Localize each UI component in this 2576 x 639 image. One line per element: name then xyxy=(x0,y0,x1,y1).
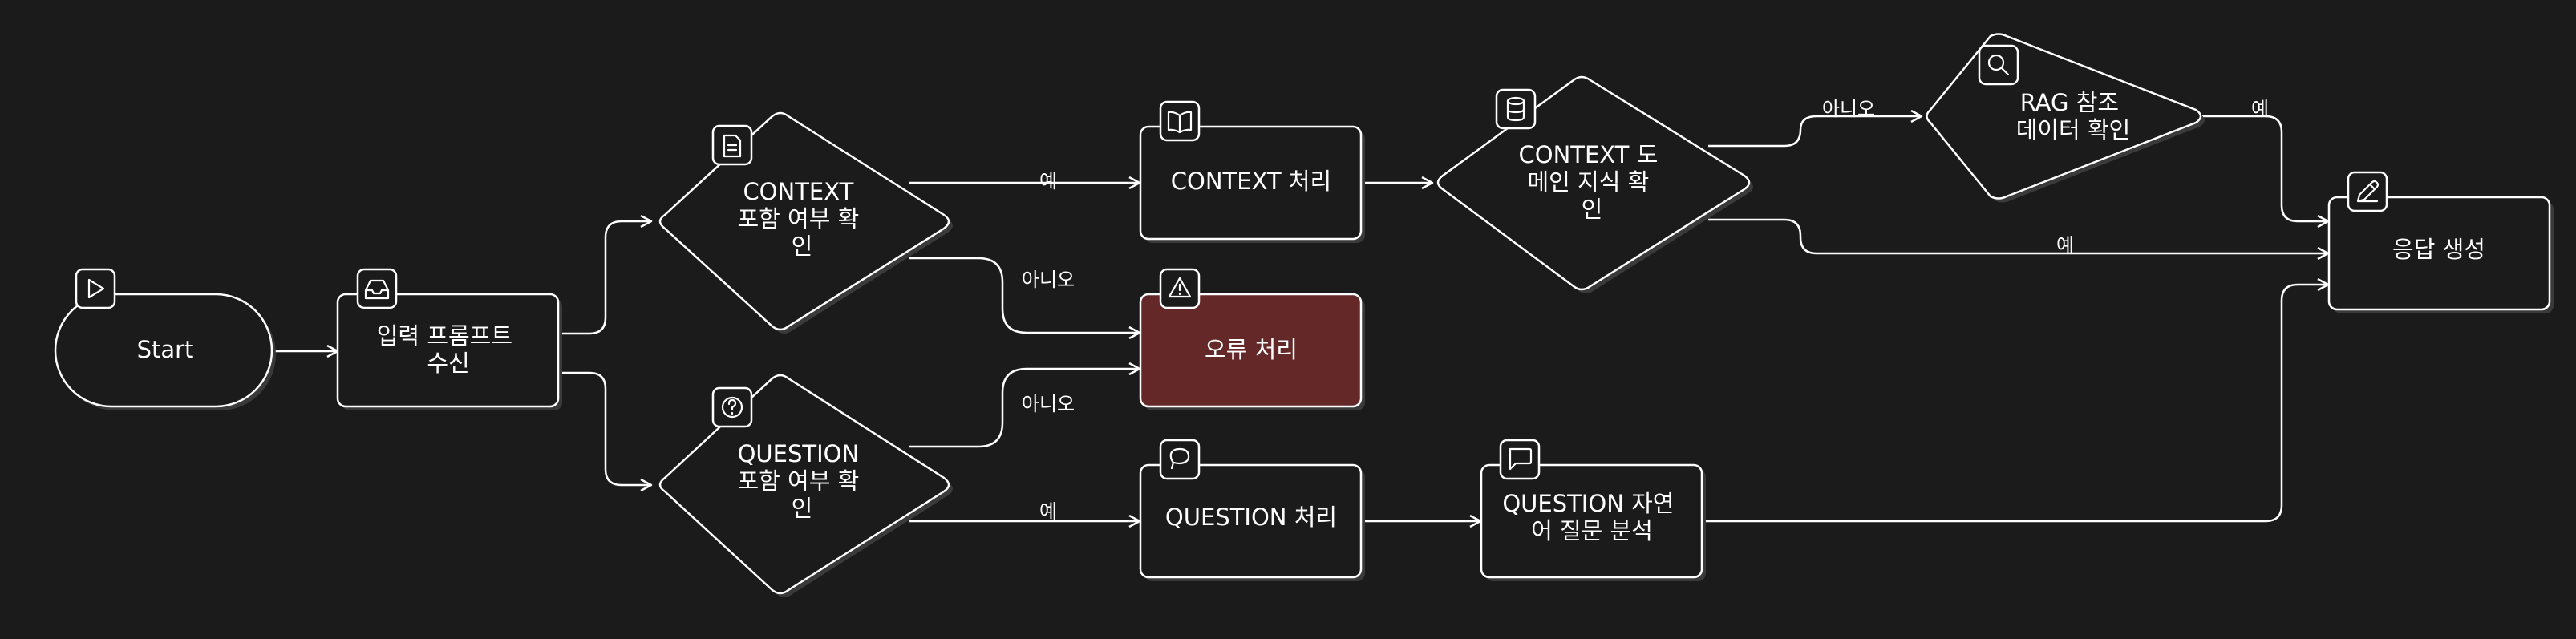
message-square-icon xyxy=(1499,439,1541,480)
node-context-check-shape xyxy=(658,111,950,331)
node-response-label: 응답 생성 xyxy=(2392,236,2485,263)
edge-context-check-no xyxy=(909,257,1140,333)
node-start-shape xyxy=(54,293,273,408)
edge-labels: 예 아니오 아니오 예 아니오 예 예 xyxy=(1022,98,2269,523)
node-question-process[interactable]: QUESTION 처리 xyxy=(1139,439,1365,581)
edge-domain-yes-to-response xyxy=(1708,218,2328,253)
node-error[interactable]: 오류 처리 xyxy=(1139,268,1365,410)
node-domain-check-shape xyxy=(1436,75,1751,291)
node-question-analysis-shape xyxy=(1480,463,1703,579)
node-input-shape xyxy=(336,293,560,408)
edge-label-question-no: 아니오 xyxy=(1022,393,1075,415)
node-context-process[interactable]: CONTEXT 처리 xyxy=(1139,100,1365,243)
edge-label-rag-yes: 예 xyxy=(2251,98,2269,120)
node-context-process-label: CONTEXT 처리 xyxy=(1171,168,1331,195)
edge-label-question-yes: 예 xyxy=(1039,500,1057,523)
node-question-check-label: QUESTION 포함 여부 확 인 xyxy=(737,434,866,522)
node-input-label: 입력 프롬프트 수신 xyxy=(377,316,520,377)
node-rag-check-label: RAG 참조 데이터 확인 xyxy=(2016,83,2131,144)
node-domain-check[interactable]: CONTEXT 도 메인 지식 확 인 xyxy=(1436,75,1753,293)
node-context-check-label: CONTEXT 포함 여부 확 인 xyxy=(737,172,866,260)
node-question-analysis[interactable]: QUESTION 자연 어 질문 분석 xyxy=(1480,439,1706,581)
node-question-analysis-label: QUESTION 자연 어 질문 분석 xyxy=(1502,483,1681,544)
edges xyxy=(275,116,2328,521)
node-context-process-shape xyxy=(1139,125,1363,241)
chat-bubble-icon xyxy=(1159,439,1201,480)
node-response[interactable]: 응답 생성 xyxy=(2327,171,2554,313)
edge-question-check-no xyxy=(909,369,1140,448)
edge-input-to-context-check xyxy=(561,221,651,335)
pencil-icon xyxy=(2347,171,2388,212)
edge-label-domain-yes: 예 xyxy=(2056,234,2074,257)
play-icon xyxy=(75,268,116,309)
nodes: Start 입력 프롬프트 수신 CONTEXT xyxy=(54,33,2554,597)
book-icon xyxy=(1159,100,1201,142)
edge-input-to-question-check xyxy=(561,371,651,485)
node-question-check-shape xyxy=(658,374,950,595)
search-icon xyxy=(1978,44,2019,86)
edge-label-context-yes: 예 xyxy=(1039,170,1057,192)
node-domain-check-label: CONTEXT 도 메인 지식 확 인 xyxy=(1519,135,1666,223)
node-start[interactable]: Start xyxy=(54,268,276,410)
node-error-label: 오류 처리 xyxy=(1205,336,1298,363)
edge-label-context-no: 아니오 xyxy=(1022,269,1075,291)
inbox-icon xyxy=(356,268,398,309)
node-question-check[interactable]: QUESTION 포함 여부 확 인 xyxy=(658,374,953,597)
warning-icon xyxy=(1159,268,1201,309)
help-circle-icon xyxy=(711,386,753,428)
edge-rag-yes-to-response xyxy=(2202,115,2328,221)
edge-domain-no-to-rag xyxy=(1708,116,1922,148)
document-icon xyxy=(711,124,753,166)
node-context-check[interactable]: CONTEXT 포함 여부 확 인 xyxy=(658,111,953,334)
node-response-shape xyxy=(2327,196,2551,311)
database-icon xyxy=(1495,88,1537,130)
node-rag-check[interactable]: RAG 참조 데이터 확인 xyxy=(1926,33,2205,203)
node-start-label: Start xyxy=(137,336,194,363)
node-question-process-label: QUESTION 처리 xyxy=(1165,504,1337,531)
edge-analysis-to-response xyxy=(1705,285,2328,523)
node-question-process-shape xyxy=(1139,463,1363,579)
node-error-shape xyxy=(1139,293,1363,408)
node-input[interactable]: 입력 프롬프트 수신 xyxy=(336,268,562,410)
edge-label-domain-no: 아니오 xyxy=(1822,98,1875,120)
